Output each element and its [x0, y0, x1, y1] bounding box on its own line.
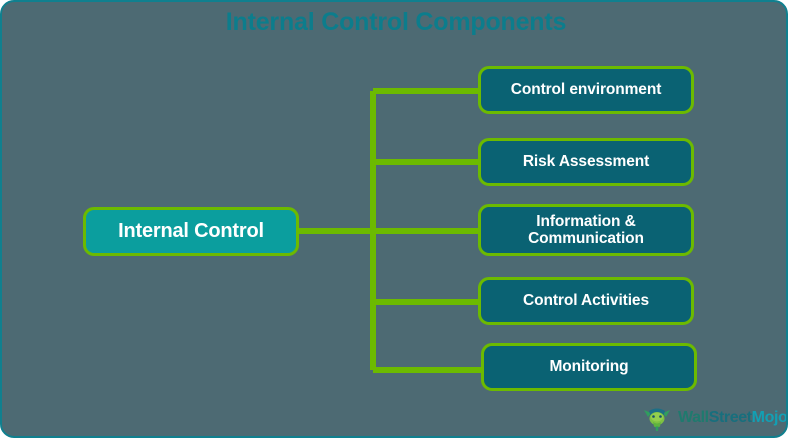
logo-text-street: Street: [708, 409, 752, 426]
node-label-line: Control environment: [510, 81, 662, 99]
node-label-line: Monitoring: [549, 358, 629, 376]
node-monitoring[interactable]: Monitoring: [481, 343, 697, 391]
node-label-line: Communication: [528, 230, 644, 247]
node-label: Control environment: [511, 81, 662, 98]
node-information-communication[interactable]: Information & Communication: [478, 204, 694, 256]
node-root-label: Internal Control: [118, 220, 264, 243]
node-label-line: Control Activities: [523, 292, 649, 310]
node-label-line: Risk Assessment: [522, 153, 650, 171]
node-risk-assessment[interactable]: Risk Assessment: [478, 138, 694, 186]
node-label-line: Information &: [536, 212, 636, 230]
logo-wordmark: WallStreetMojo: [678, 409, 788, 427]
node-label: Information & Communication: [528, 213, 644, 248]
node-label: Risk Assessment: [523, 153, 649, 170]
wallstreetmojo-bull-icon: [644, 408, 670, 431]
logo-text-mojo: Mojo: [751, 409, 788, 426]
page-title: Internal Control Components: [225, 8, 567, 36]
node-label: Monitoring: [549, 358, 628, 375]
node-root[interactable]: Internal Control: [83, 207, 299, 256]
wallstreetmojo-logo[interactable]: WallStreetMojo: [641, 401, 786, 435]
node-control-environment[interactable]: Control environment: [478, 66, 694, 114]
node-control-activities[interactable]: Control Activities: [478, 277, 694, 325]
logo-text-wall: Wall: [678, 409, 709, 426]
node-label: Control Activities: [523, 292, 649, 309]
